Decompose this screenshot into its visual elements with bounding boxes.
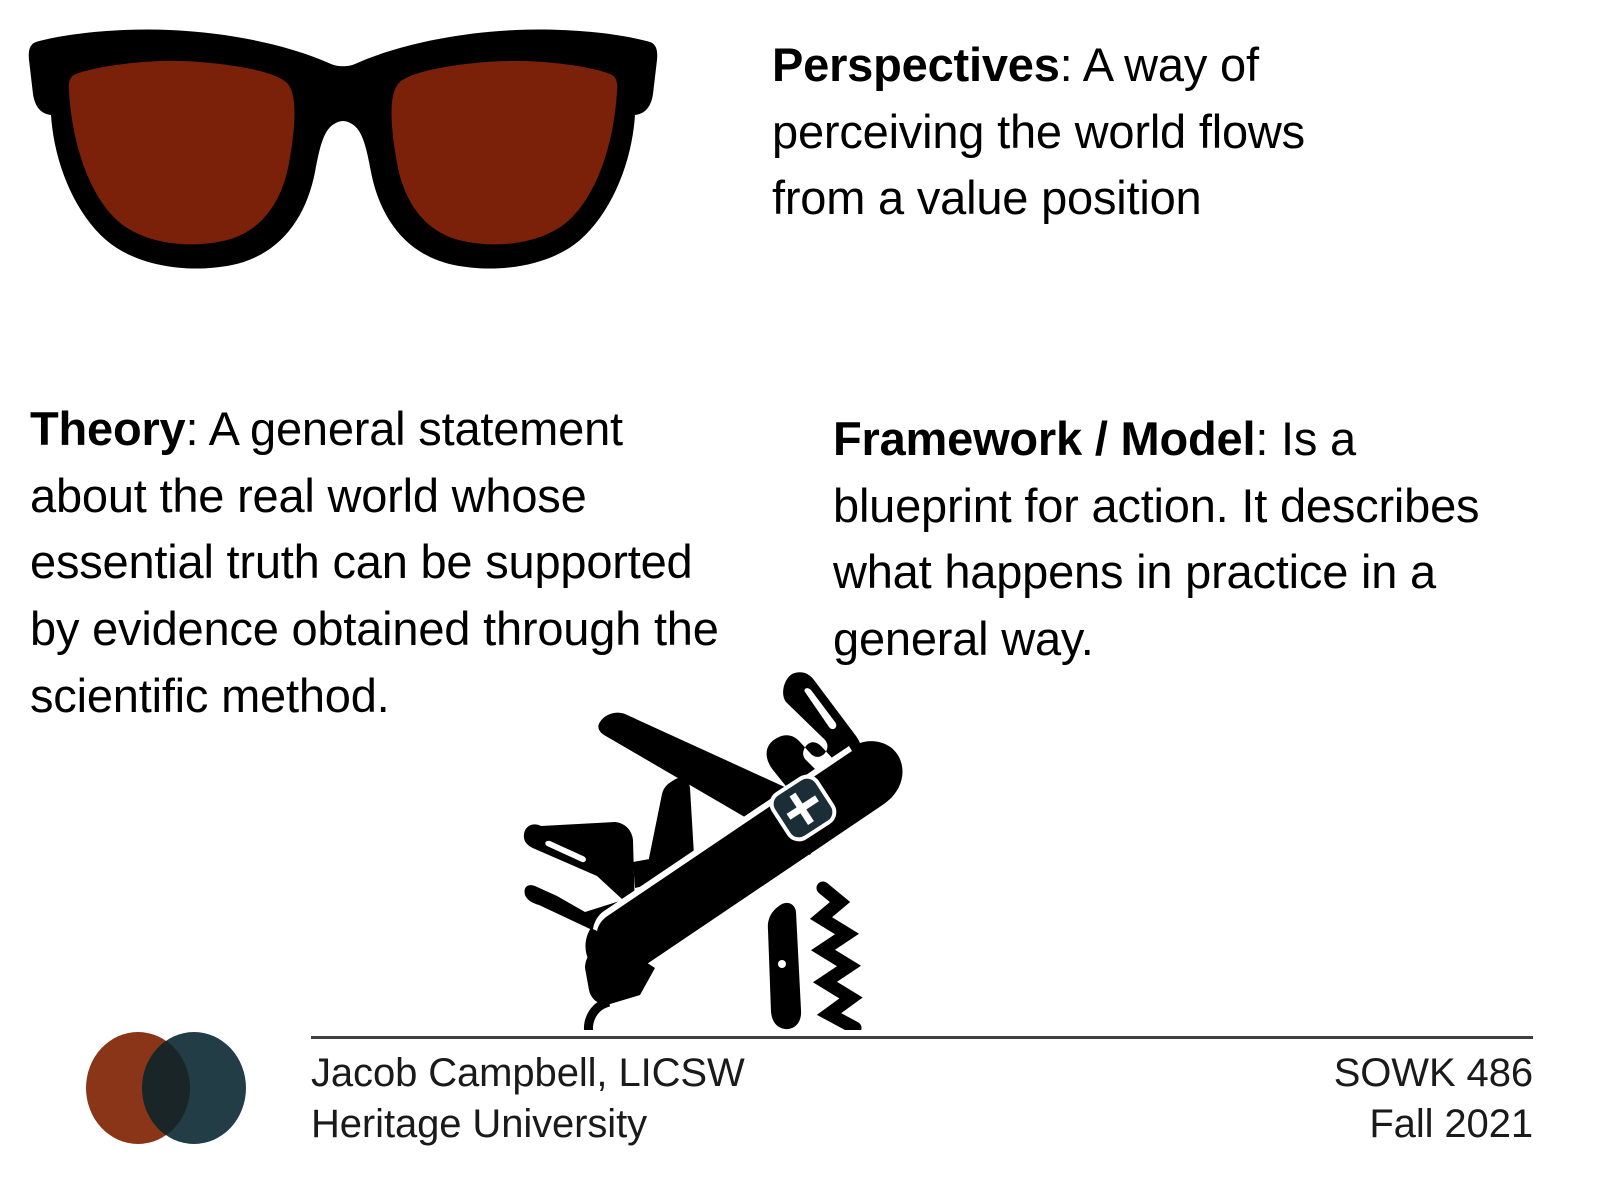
footer-course-info: SOWK 486 Fall 2021: [1334, 1048, 1533, 1150]
definition-perspectives: Perspectives: A way of perceiving the wo…: [772, 32, 1392, 232]
definition-framework-model: Framework / Model: Is a blueprint for ac…: [833, 406, 1493, 673]
definition-perspectives-term: Perspectives: [772, 38, 1060, 91]
definition-perspectives-separator: :: [1059, 38, 1083, 91]
definition-framework-model-body: Is a blueprint for action. It describes …: [833, 412, 1480, 666]
footer-term: Fall 2021: [1369, 1102, 1533, 1147]
swiss-army-knife-icon: [505, 650, 905, 1030]
footer-divider: [311, 1036, 1533, 1039]
definition-perspectives-body: A way of perceiving the world flows from…: [772, 38, 1305, 225]
definition-theory-term: Theory: [30, 402, 186, 455]
footer-course-code: SOWK 486: [1333, 1051, 1533, 1095]
footer-presenter-info: Jacob Campbell, LICSW Heritage Universit…: [311, 1048, 745, 1150]
definition-theory: Theory: A general statement about the re…: [30, 396, 730, 730]
footer-institution: Heritage University: [311, 1102, 647, 1147]
heritage-venn-logo-icon: [70, 1028, 290, 1148]
sunglasses-icon: [18, 12, 668, 277]
footer-presenter-name: Jacob Campbell, LICSW: [311, 1051, 745, 1095]
definition-framework-model-term: Framework / Model: [833, 412, 1256, 465]
definition-theory-separator: :: [185, 402, 209, 455]
knife-emblem: [769, 774, 837, 842]
definition-framework-model-separator: :: [1255, 412, 1282, 465]
definition-theory-body: A general statement about the real world…: [30, 402, 719, 722]
